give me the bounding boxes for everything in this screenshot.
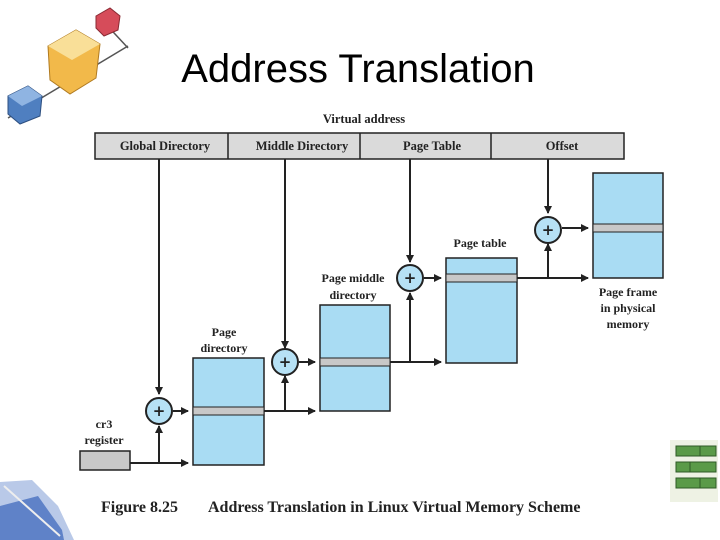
page-frame-label-line3: memory [607, 317, 650, 331]
page-table-label: Page table [454, 236, 508, 250]
slide-title: Address Translation [181, 47, 535, 91]
svg-text:+: + [404, 269, 417, 287]
field-page-table: Page Table [403, 139, 461, 153]
decorative-cubes-clipart [7, 7, 129, 125]
page-directory-label-line1: Page [212, 325, 237, 339]
page-frame-label-line1: Page frame [599, 285, 658, 299]
svg-text:+: + [279, 353, 292, 371]
decorative-bricks-clipart [670, 440, 718, 502]
field-global-directory: Global Directory [120, 139, 211, 153]
page-frame-label-line2: in physical [600, 301, 656, 315]
figure-caption: Address Translation in Linux Virtual Mem… [208, 499, 580, 516]
svg-text:+: + [153, 402, 166, 420]
field-offset: Offset [546, 139, 579, 153]
page-directory-table [192, 357, 265, 466]
cr3-label-line1: cr3 [96, 417, 113, 431]
figure-number: Figure 8.25 [101, 499, 178, 516]
field-middle-directory: Middle Directory [256, 139, 349, 153]
page-frame-box [592, 172, 664, 279]
cr3-label-line2: register [84, 433, 124, 447]
decorative-corner-clipart [0, 480, 74, 540]
adder-1: + [145, 397, 173, 425]
connection-arrows [130, 224, 589, 467]
virtual-address-fields: Global Directory Middle Directory Page T… [94, 132, 625, 160]
virtual-address-label: Virtual address [323, 112, 405, 126]
page-table-box [445, 257, 518, 364]
field-arrows [155, 159, 552, 395]
page-middle-directory-label-line1: Page middle [322, 271, 386, 285]
adder-2: + [271, 348, 299, 376]
page-directory-label-line2: directory [200, 341, 247, 355]
page-middle-directory-label-line2: directory [329, 288, 376, 302]
cr3-register [79, 450, 131, 471]
adder-4: + [534, 216, 562, 244]
svg-text:+: + [542, 221, 555, 239]
adder-3: + [396, 264, 424, 292]
page-middle-directory-table [319, 304, 391, 412]
